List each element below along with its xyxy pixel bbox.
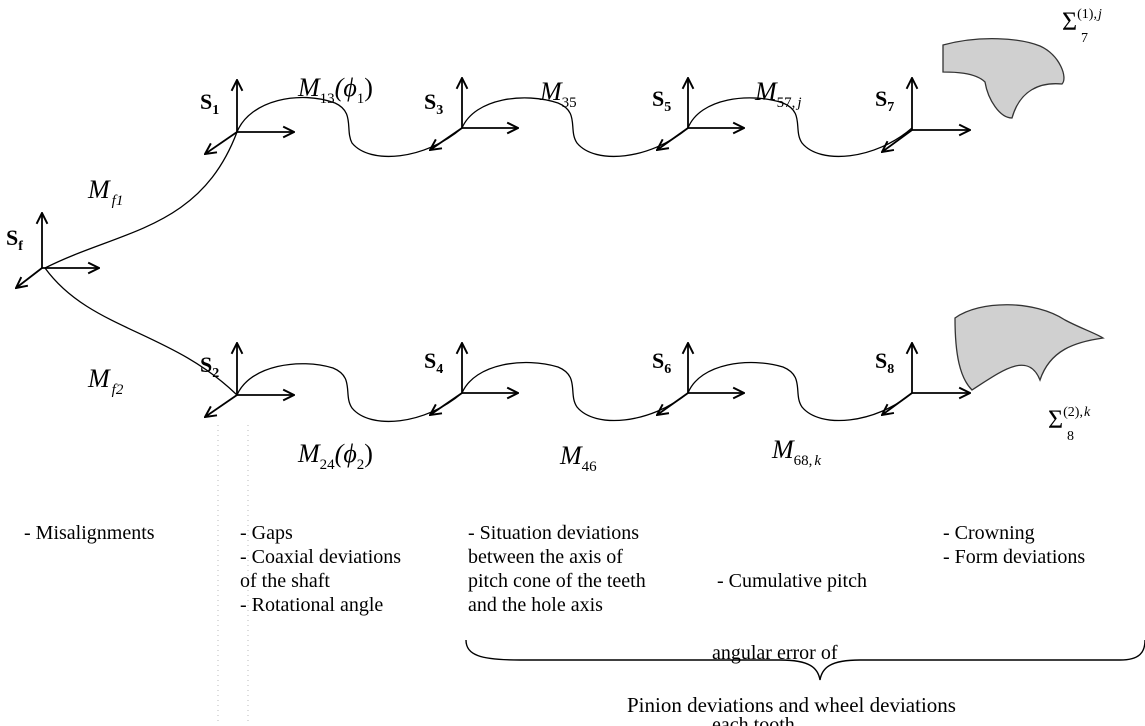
note-line: - Coaxial deviations [240,546,402,568]
note-line: - Gaps [240,522,293,544]
axes-s6 [657,343,744,415]
curly-brace [465,639,1145,681]
label-m24: M24(ϕ2) [297,439,373,473]
curve-mf2 [44,267,238,396]
note-gaps: - Gaps - Coaxial deviations of the shaft… [240,521,401,617]
axes-s8 [882,343,970,415]
note-situation-deviations: - Situation deviations between the axis … [468,521,646,617]
frame-axes [16,78,970,417]
frame-label-s3: S3 [424,89,443,118]
label-m46: M46 [559,441,597,475]
curve-m24 [236,363,463,423]
frame-label-s2: S2 [200,352,219,381]
label-m57: M57,j [754,77,802,111]
note-line: - Situation deviations [468,522,640,544]
note-crowning: - Crowning - Form deviations [943,521,1085,569]
note-line: of the shaft [240,570,330,592]
note-line: between the axis of [468,546,623,568]
axes-s5 [657,78,744,150]
note-line: - Form deviations [943,546,1086,568]
axes-s2 [205,343,294,417]
curve-m68 [687,361,913,422]
note-line: each tooth [712,714,795,726]
transform-curves [44,96,913,423]
note-line: pitch cone of the teeth [468,570,646,592]
curve-mf1 [44,131,238,269]
tooth-surface-sigma7 [942,38,1065,119]
curve-m13 [236,96,463,158]
axes-sf [16,213,99,288]
label-m68: M68,k [771,435,821,469]
note-cumulative-pitch: - Cumulative pitch angular error of each… [712,521,867,726]
note-line: - Rotational angle [240,594,384,616]
note-line: - Cumulative pitch [712,570,867,592]
frame-label-s8: S8 [875,348,894,377]
curve-m57 [687,97,913,158]
label-m35: M35 [539,77,577,111]
tooth-surface-sigma8 [954,304,1105,391]
label-m13: M13(ϕ1) [297,73,373,107]
frame-label-s1: S1 [200,89,219,118]
footer-caption: Pinion deviations and wheel deviations [627,693,956,717]
note-line: - Misalignments [24,522,155,544]
axes-s3 [430,78,518,150]
curve-m35 [461,97,689,158]
frame-label-s7: S7 [875,86,894,115]
note-misalignments: - Misalignments [24,521,155,545]
note-line: - Crowning [943,522,1035,544]
frame-label-s4: S4 [424,348,443,377]
axes-s4 [430,343,518,415]
curve-m46 [461,361,689,422]
note-line: angular error of [712,642,838,664]
note-line: and the hole axis [468,594,603,616]
axes-s1 [205,80,294,154]
frame-label-s5: S5 [652,86,671,115]
frame-label-sf: Sf [6,225,23,254]
axes-s7 [882,78,970,152]
frame-label-s6: S6 [652,348,671,377]
